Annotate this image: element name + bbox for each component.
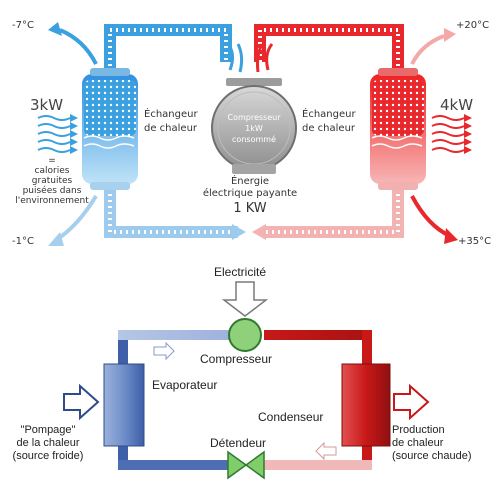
exchanger-left-label: Échangeur de chaleur [144,108,198,136]
return-pipe-cold [104,182,246,240]
air-flow-arrows [48,22,458,246]
heat-source-line1: "Pompage" [20,424,76,436]
compressor-line1: Compresseur [227,113,281,122]
temp-left-top: -7°C [12,20,34,31]
compressor-symbol [228,318,262,352]
heat-output-line3: (source chaude) [392,450,472,462]
condenser-block [341,363,391,447]
big-arrow-right-icon [63,383,100,421]
arrow-right-icon [232,224,246,240]
heat-source-caption: "Pompage" de la chaleur (source froide) [2,424,94,463]
electricity-arrow [221,281,269,317]
electricity-label: Electricité [214,265,267,279]
heat-output-caption: Production de chaleur (source chaude) [392,424,498,463]
free-calories-line3: gratuites [31,176,73,186]
energy-value: 1 KW [233,201,267,216]
energy-line2: électrique payante [202,188,298,199]
exchanger-right-line1: Échangeur [302,109,356,120]
exchanger-right-line2: de chaleur [302,123,356,134]
free-calories-line2: calories [34,166,70,176]
arrow-up-right-icon [444,28,456,42]
free-calories-line5: l'environnement [15,196,89,206]
arrow-up-left-icon [48,22,62,36]
heat-output-arrows [431,114,472,154]
arrow-down-icon [221,281,269,317]
compressor-bottom-label: Compresseur [200,352,273,366]
arrow-left-icon [252,224,266,240]
expansion-valve-label: Détendeur [210,436,267,450]
heat-out-arrow [393,383,430,421]
arrow-down-right-icon [444,228,458,244]
hot-exchanger-tank [370,68,426,190]
heat-input-arrows [37,114,78,154]
power-left: 3kW [30,96,64,114]
flow-arrow-right-icon [153,341,175,361]
flow-arrow-left-icon [315,441,337,461]
condenser-label: Condenseur [258,410,324,424]
energy-line1: Énergie [230,176,270,187]
arrow-down-left-icon [48,232,64,246]
evaporator-block [103,363,145,447]
free-calories-label: = calories gratuites puisées dans l'envi… [2,156,102,206]
compressor-line2: 1kW [245,124,263,133]
heat-output-line1: Production [392,424,445,436]
temp-left-bottom: -1°C [12,236,34,247]
flow-direction-arrows [153,341,337,461]
big-arrow-right-out-icon [393,383,430,421]
cold-circuit-pipe [104,24,232,84]
exchanger-left-line2: de chaleur [144,123,198,134]
free-calories-line1: = [48,156,56,166]
power-right: 4kW [440,96,474,114]
temp-right-top: +20°C [456,20,490,31]
compressor-line3: consommé [232,135,276,144]
cold-exchanger-tank [82,68,138,190]
compressor-label: Compresseur 1kW consommé [214,112,294,145]
energy-label: Énergie électrique payante 1 KW [190,176,310,215]
heat-source-line3: (source froide) [12,450,84,462]
compressor-unit [211,43,297,174]
heat-source-line2: de la chaleur [16,437,80,449]
free-calories-line4: puisées dans [22,186,82,196]
heat-in-arrow [63,383,100,421]
temp-right-bottom: +35°C [458,236,492,247]
heat-output-line2: de chaleur [392,437,444,449]
return-pipe-hot [252,182,404,240]
evaporator-label: Evaporateur [152,378,218,392]
exchanger-right-label: Échangeur de chaleur [302,108,356,136]
expansion-valve-symbol [227,450,265,480]
exchanger-left-line1: Échangeur [144,109,198,120]
